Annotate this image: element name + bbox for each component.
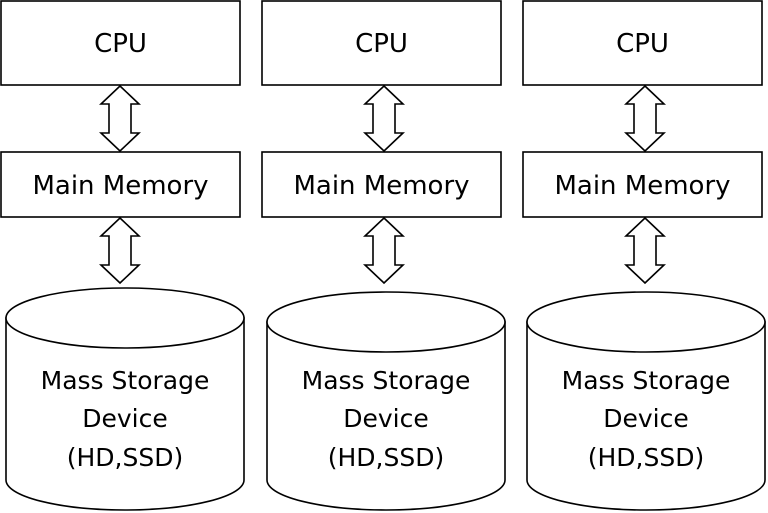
main-memory-label: Main Memory — [293, 171, 469, 201]
cpu-box — [0, 0, 241, 86]
mass-storage-cylinder — [266, 291, 506, 511]
mass-storage-label-line1: Mass Storage — [41, 366, 210, 395]
main-memory-box — [522, 151, 763, 218]
column-1: CPU Main Memory Mass Storage Device (HD,… — [0, 0, 245, 511]
cpu-label: CPU — [355, 29, 408, 59]
memory-storage-arrow — [623, 216, 667, 285]
column-3: CPU Main Memory Mass Storage Device (HD,… — [522, 0, 766, 511]
mass-storage-label-line3: (HD,SSD) — [588, 443, 705, 472]
cpu-memory-arrow — [98, 84, 142, 153]
mass-storage-label-line2: Device — [603, 404, 689, 433]
mass-storage-label-line2: Device — [343, 404, 429, 433]
main-memory-label: Main Memory — [32, 171, 208, 201]
main-memory-label: Main Memory — [554, 171, 730, 201]
memory-storage-arrow — [98, 216, 142, 285]
cpu-box — [522, 0, 763, 86]
main-memory-box — [261, 151, 502, 218]
mass-storage-cylinder — [5, 287, 245, 511]
mass-storage-label-line3: (HD,SSD) — [67, 443, 184, 472]
cpu-memory-arrow — [623, 84, 667, 153]
mass-storage-label-line2: Device — [82, 404, 168, 433]
column-2: CPU Main Memory Mass Storage Device (HD,… — [261, 0, 506, 511]
cpu-box — [261, 0, 502, 86]
cpu-label: CPU — [94, 29, 147, 59]
main-memory-box — [0, 151, 241, 218]
mass-storage-label-line1: Mass Storage — [302, 366, 471, 395]
mass-storage-cylinder — [526, 291, 766, 511]
cpu-label: CPU — [616, 29, 669, 59]
mass-storage-label-line3: (HD,SSD) — [328, 443, 445, 472]
cpu-memory-arrow — [362, 84, 406, 153]
mass-storage-label-line1: Mass Storage — [562, 366, 731, 395]
memory-storage-arrow — [362, 216, 406, 285]
